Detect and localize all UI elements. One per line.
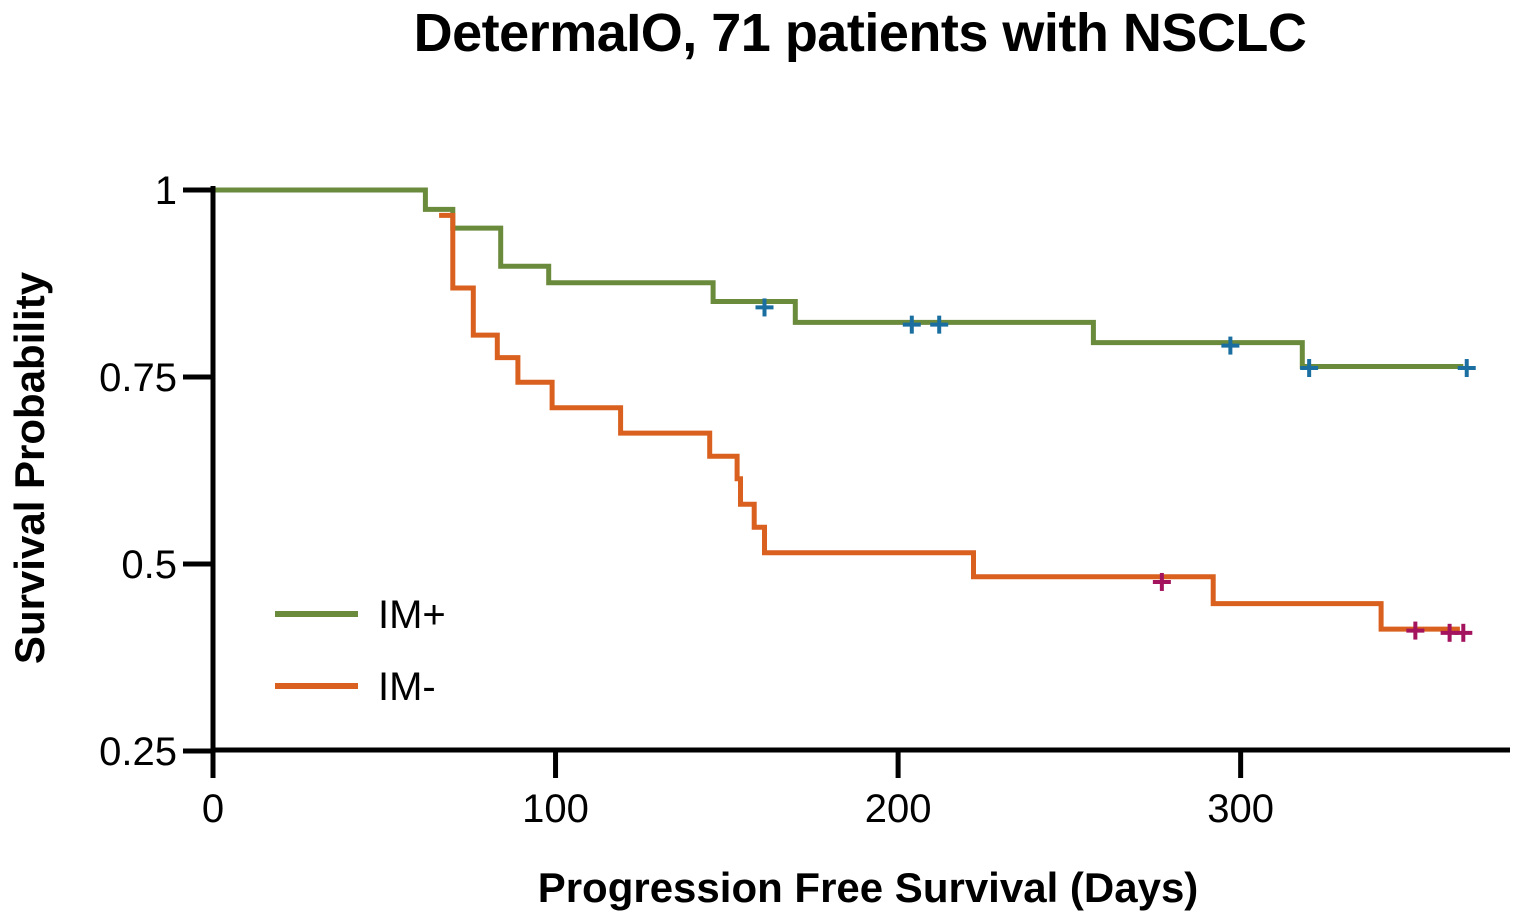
x-tick-label: 100	[522, 787, 589, 831]
series-layer	[213, 187, 1476, 642]
x-tick-label: 200	[865, 787, 932, 831]
legend-item: IM+	[275, 593, 446, 637]
x-tick-label: 0	[202, 787, 224, 831]
y-tick-label: 0.25	[99, 730, 177, 774]
series-line-im-neg	[439, 212, 1460, 632]
y-tick-label: 0.75	[99, 356, 177, 400]
legend-label: IM+	[378, 593, 446, 637]
legend-item: IM-	[275, 665, 436, 709]
x-tick-label: 300	[1207, 787, 1274, 831]
censor-mark-im-pos	[902, 315, 921, 334]
censor-mark-im-neg	[1454, 623, 1473, 642]
legend-label: IM-	[378, 665, 436, 709]
censor-mark-im-pos	[1300, 359, 1319, 378]
y-tick-label: 1	[155, 169, 177, 213]
y-axis-label: Survival Probability	[6, 271, 53, 664]
censor-mark-im-neg	[1406, 621, 1425, 640]
censor-mark-im-pos	[755, 298, 774, 317]
series-line-im-pos	[213, 187, 1464, 369]
censor-mark-im-neg	[1152, 572, 1171, 591]
chart-title: DetermaIO, 71 patients with NSCLC	[413, 3, 1307, 63]
censor-mark-im-pos	[1221, 336, 1240, 355]
legend: IM+ IM-	[275, 593, 446, 709]
censor-mark-im-pos	[1457, 359, 1476, 378]
censor-mark-im-pos	[930, 315, 949, 334]
y-tick-label: 0.5	[121, 543, 177, 587]
x-axis-label: Progression Free Survival (Days)	[538, 864, 1199, 911]
